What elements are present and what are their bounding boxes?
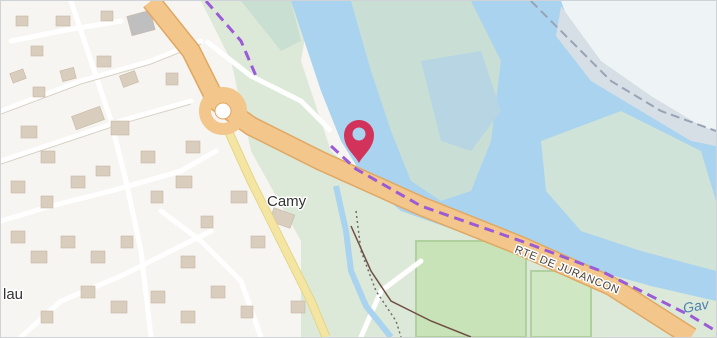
island-vegetation-1 — [351, 1, 501, 201]
footpath — [355, 210, 402, 337]
boundary-line — [204, 1, 716, 333]
river-label-partial: Gav — [682, 296, 711, 316]
roundabout-center — [214, 102, 232, 120]
place-label-partial: lau — [3, 286, 23, 303]
buildings — [9, 9, 306, 324]
canal — [333, 185, 394, 337]
boundary-line-river — [530, 1, 716, 132]
island-vegetation-4 — [241, 1, 301, 51]
residential-streets-outline — [1, 43, 202, 165]
gravel-bar-right-strip — [556, 6, 716, 146]
island-vegetation-3 — [541, 111, 716, 271]
track — [350, 225, 472, 337]
island-vegetation-2 — [421, 51, 501, 151]
roundabout — [199, 87, 247, 135]
riverside-road — [204, 39, 333, 133]
place-label-camy: Camy — [267, 193, 307, 210]
sports-field — [415, 240, 527, 337]
secondary-road-fill — [222, 124, 330, 337]
map-pin-icon[interactable] — [344, 120, 374, 163]
gravel-bar-right — [561, 1, 716, 141]
main-road — [144, 1, 696, 337]
residential-streets — [1, 1, 424, 337]
